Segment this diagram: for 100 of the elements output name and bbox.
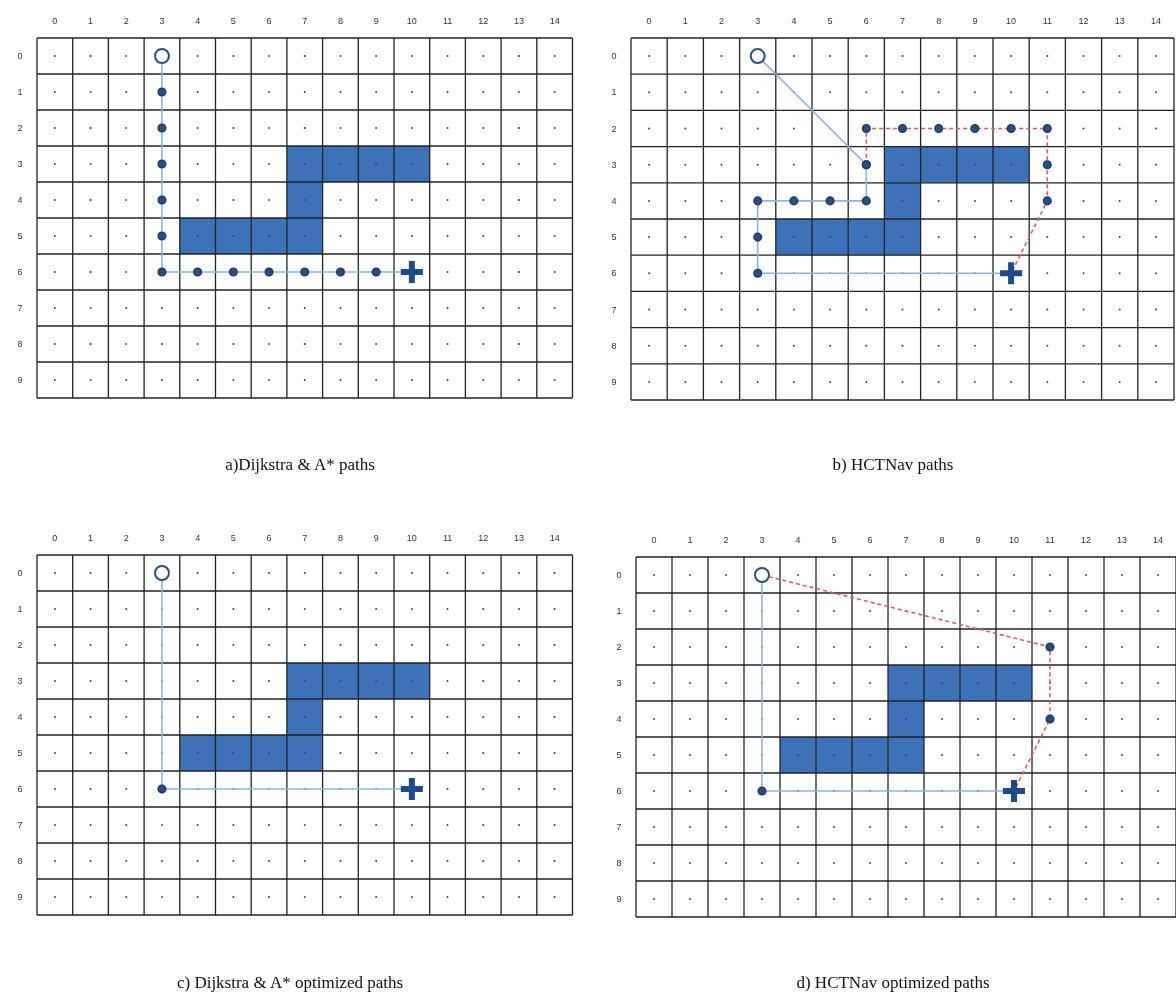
tick-label: 13 <box>1117 535 1127 545</box>
tick-label: 7 <box>903 535 909 545</box>
tick-label: 0 <box>52 16 58 26</box>
tick-label: 9 <box>373 16 379 26</box>
tick-label: 11 <box>1045 535 1055 545</box>
tick-label: 11 <box>442 16 453 26</box>
tick-label: 14 <box>1150 16 1161 26</box>
tick-label: 5 <box>831 535 837 545</box>
tick-label: 2 <box>123 533 129 543</box>
tick-label: 6 <box>867 535 873 545</box>
tick-label: 14 <box>1153 535 1163 545</box>
tick-label: 6 <box>266 16 272 26</box>
tick-label: 13 <box>513 533 524 543</box>
tick-label: 14 <box>549 16 560 26</box>
tick-label: 4 <box>17 195 23 205</box>
tick-label: 8 <box>17 339 23 349</box>
tick-label: 4 <box>616 714 622 724</box>
tick-label: 4 <box>791 16 797 26</box>
tick-label: 4 <box>611 195 617 206</box>
tick-label: 3 <box>17 676 23 686</box>
tick-label: 3 <box>759 535 765 545</box>
tick-label: 11 <box>1042 16 1052 26</box>
tick-label: 7 <box>17 303 23 313</box>
chart-caption: d) HCTNav optimized paths <box>796 973 990 993</box>
tick-label: 4 <box>17 712 23 722</box>
tick-label: 9 <box>611 376 617 387</box>
tick-label: 0 <box>646 16 652 26</box>
tick-label: 6 <box>266 533 272 543</box>
tick-label: 13 <box>513 16 524 26</box>
tick-label: 9 <box>972 16 978 26</box>
chart-caption: c) Dijkstra & A* optimized paths <box>176 973 404 993</box>
tick-label: 12 <box>1078 16 1089 26</box>
tick-label: 6 <box>616 786 622 796</box>
tick-label: 9 <box>616 894 622 904</box>
tick-label: 5 <box>17 748 23 758</box>
tick-label: 2 <box>719 16 724 26</box>
tick-label: 8 <box>337 16 343 26</box>
tick-label: 5 <box>827 16 833 26</box>
tick-label: 13 <box>1114 16 1125 26</box>
tick-label: 1 <box>616 606 622 616</box>
tick-label: 10 <box>1009 535 1019 545</box>
tick-label: 3 <box>616 678 622 688</box>
tick-label: 6 <box>17 784 23 794</box>
tick-label: 4 <box>195 533 201 543</box>
tick-label: 6 <box>17 267 23 277</box>
tick-label: 0 <box>52 533 58 543</box>
tick-label: 3 <box>159 16 165 26</box>
tick-label: 12 <box>478 16 489 26</box>
tick-label: 0 <box>651 535 657 545</box>
tick-label: 8 <box>939 535 945 545</box>
tick-label: 7 <box>17 820 23 830</box>
tick-label: 7 <box>302 16 308 26</box>
tick-label: 3 <box>755 16 761 26</box>
tick-label: 8 <box>337 533 343 543</box>
tick-label: 2 <box>17 640 23 650</box>
tick-label: 6 <box>863 16 869 26</box>
tick-label: 10 <box>406 533 417 543</box>
tick-label: 0 <box>611 51 617 62</box>
tick-label: 3 <box>159 533 165 543</box>
tick-label: 4 <box>795 535 801 545</box>
tick-label: 0 <box>616 570 622 580</box>
chart-caption: b) HCTNav paths <box>832 455 954 475</box>
tick-label: 12 <box>1081 535 1091 545</box>
tick-label: 1 <box>88 533 94 543</box>
tick-label: 0 <box>17 568 23 578</box>
tick-label: 8 <box>611 340 617 351</box>
tick-label: 8 <box>936 16 942 26</box>
tick-label: 12 <box>478 533 489 543</box>
tick-label: 1 <box>17 604 23 614</box>
tick-label: 2 <box>611 123 617 134</box>
tick-label: 1 <box>611 87 617 98</box>
tick-label: 10 <box>406 16 417 26</box>
tick-label: 5 <box>17 231 23 241</box>
chart-caption: a)Dijkstra & A* paths <box>225 455 375 475</box>
tick-label: 2 <box>123 16 129 26</box>
tick-label: 7 <box>616 822 622 832</box>
tick-label: 9 <box>975 535 981 545</box>
tick-label: 14 <box>549 533 560 543</box>
tick-label: 5 <box>616 750 622 760</box>
tick-label: 9 <box>373 533 379 543</box>
tick-label: 11 <box>442 533 453 543</box>
tick-label: 1 <box>687 535 693 545</box>
tick-label: 0 <box>17 51 23 61</box>
tick-label: 7 <box>302 533 308 543</box>
tick-label: 4 <box>195 16 201 26</box>
tick-label: 5 <box>230 16 236 26</box>
tick-label: 9 <box>17 892 23 902</box>
tick-label: 2 <box>616 642 622 652</box>
tick-label: 1 <box>88 16 94 26</box>
tick-label: 10 <box>1006 16 1017 26</box>
tick-label: 1 <box>682 16 688 26</box>
tick-label: 8 <box>616 858 622 868</box>
tick-label: 3 <box>611 159 617 170</box>
tick-label: 7 <box>611 304 617 315</box>
tick-label: 5 <box>230 533 236 543</box>
tick-label: 6 <box>611 268 617 279</box>
tick-label: 8 <box>17 856 23 866</box>
tick-label: 2 <box>17 123 23 133</box>
tick-label: 2 <box>723 535 729 545</box>
tick-label: 3 <box>17 159 23 169</box>
